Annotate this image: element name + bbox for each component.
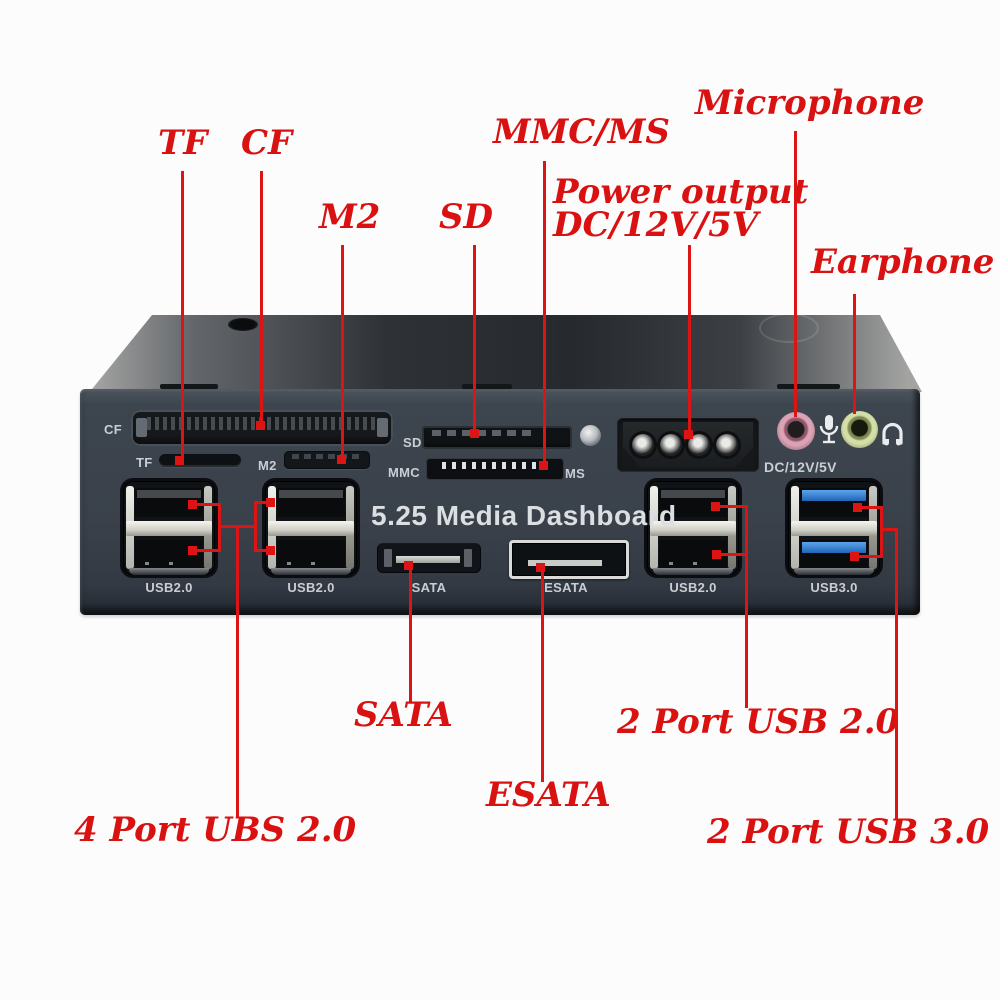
sata-port [377, 543, 481, 573]
usb2-port-group-right [647, 481, 739, 575]
tf-card-slot [159, 454, 241, 467]
headphone-icon [882, 422, 903, 446]
usb4-callout-dot [188, 500, 197, 509]
usb3-trunk-line [895, 528, 898, 819]
sd-callout-dot [470, 429, 479, 438]
molex-pin [660, 434, 682, 456]
callout-label-sata: SATA [354, 695, 453, 735]
sata-callout-line [409, 568, 412, 702]
usb4-callout-dot [188, 546, 197, 555]
m2-callout-line [341, 245, 344, 457]
microphone-jack [777, 412, 815, 450]
callout-label-esata: ESATA [486, 775, 611, 815]
molex-pin [632, 434, 654, 456]
panel-label-cf: CF [104, 422, 122, 437]
usb4-bracket-line [196, 503, 221, 506]
molex-pin [688, 434, 710, 456]
usb4-bracket-line [254, 501, 275, 504]
usb3-callout-dot [850, 552, 859, 561]
panel-label-usb2-right: USB2.0 [669, 580, 717, 595]
callout-label-earphone: Earphone [811, 242, 995, 282]
tf-callout-dot [175, 456, 184, 465]
usb2r-bracket-line [720, 553, 748, 556]
esata-callout-dot [536, 563, 545, 572]
earphone-jack [841, 411, 878, 448]
mmc-ms-card-slot [426, 458, 564, 480]
cf-callout-line [260, 171, 263, 425]
callout-label-power-output: Power output DC/12V/5V [553, 172, 809, 245]
usb3-bracket-line [858, 555, 883, 558]
usb4-callout-dot [266, 498, 275, 507]
usb3-bracket-line [880, 506, 883, 558]
top-vent-slot [777, 384, 840, 389]
panel-label-dc-power: DC/12V/5V [764, 459, 837, 475]
callout-label-mmc-ms: MMC/MS [493, 112, 670, 152]
mmc-slot-pins [442, 462, 542, 469]
usb4-bracket-line [196, 549, 221, 552]
microphone-icon [819, 415, 839, 444]
panel-brand-text: 5.25 Media Dashboard [371, 500, 677, 531]
sd-callout-line [473, 245, 476, 432]
status-led [580, 425, 601, 446]
screw-hole [228, 318, 258, 331]
callout-label-sd: SD [439, 197, 494, 237]
m2-slot-pins [292, 454, 362, 459]
esata-callout-line [541, 570, 544, 782]
panel-label-mmc: MMC [388, 465, 420, 480]
cf-slot-clip [377, 418, 388, 437]
earphone-callout-line [853, 294, 856, 414]
callout-label-2port-usb3: 2 Port USB 3.0 [707, 812, 990, 852]
device-top-face [88, 315, 922, 394]
usb2r-callout-dot [711, 502, 720, 511]
panel-label-esata: ESATA [544, 580, 588, 595]
usb4-trunk-line [236, 525, 239, 817]
usb3-port-group [788, 481, 880, 575]
cf-callout-dot [256, 421, 265, 430]
callout-label-tf: TF [158, 123, 208, 163]
panel-label-tf: TF [136, 455, 153, 470]
panel-label-sd: SD [403, 435, 422, 450]
mmc-ms-callout-dot [539, 461, 548, 470]
m2-card-slot [284, 451, 370, 469]
power-callout-dot [684, 430, 693, 439]
callout-label-m2: M2 [319, 197, 381, 237]
top-vent-slot [462, 384, 512, 389]
panel-label-usb2-left1: USB2.0 [145, 580, 193, 595]
m2-callout-dot [337, 455, 346, 464]
top-vent-slot [160, 384, 218, 389]
sata-callout-dot [404, 561, 413, 570]
panel-label-ms: MS [565, 466, 586, 481]
tf-callout-line [181, 171, 184, 456]
mmc-ms-callout-line [543, 161, 546, 464]
panel-label-usb3: USB3.0 [810, 580, 858, 595]
usb2-port-group-left2 [265, 481, 357, 575]
sd-slot-pins [432, 430, 536, 436]
panel-label-sata: SATA [411, 580, 447, 595]
power-output-line1: Power output [553, 172, 809, 212]
callout-label-2port-usb2: 2 Port USB 2.0 [617, 702, 900, 742]
power-callout-line [688, 245, 691, 433]
usb3-bracket-line [862, 506, 883, 509]
top-circular-recess [759, 315, 819, 343]
microphone-callout-line [794, 131, 797, 417]
callout-label-microphone: Microphone [695, 83, 925, 123]
callout-label-4port-usb2: 4 Port UBS 2.0 [74, 810, 357, 850]
usb2-port-group-left1 [123, 481, 215, 575]
usb2r-trunk-line [745, 505, 748, 708]
sd-card-slot [422, 426, 572, 449]
callout-label-cf: CF [241, 123, 293, 163]
usb2r-callout-dot [712, 550, 721, 559]
usb3-callout-dot [853, 503, 862, 512]
usb3-bracket-line [880, 528, 898, 531]
usb2r-bracket-line [719, 505, 748, 508]
panel-label-m2: M2 [258, 458, 277, 473]
usb4-callout-dot [266, 546, 275, 555]
power-output-line2: DC/12V/5V [553, 205, 759, 245]
cf-slot-clip [136, 418, 147, 437]
esata-port [509, 540, 629, 579]
molex-pin [716, 434, 738, 456]
usb4-bracket-line [254, 549, 275, 552]
panel-label-usb2-left2: USB2.0 [287, 580, 335, 595]
